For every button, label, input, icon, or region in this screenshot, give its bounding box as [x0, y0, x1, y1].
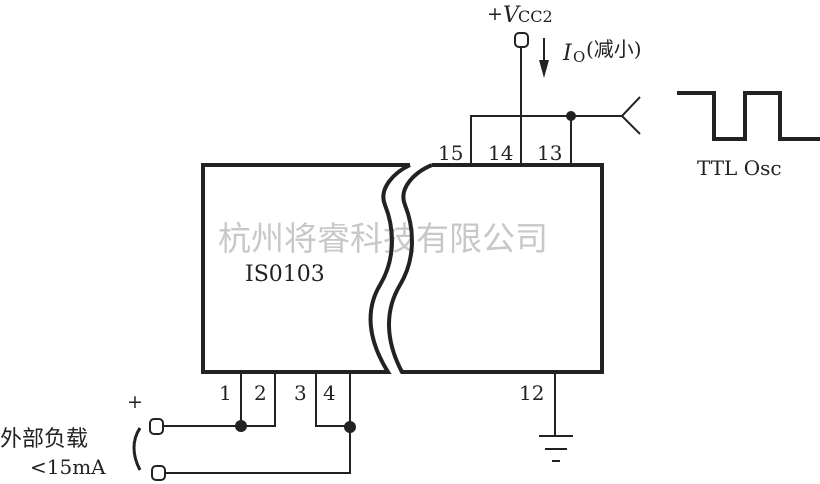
load-terminal-negative — [151, 465, 166, 481]
osc-label: TTL Osc — [697, 156, 782, 180]
pin-4-label: 4 — [323, 381, 336, 405]
load-limit: <15mA — [30, 455, 106, 479]
pin-3-label: 3 — [294, 381, 307, 405]
junction-dot — [344, 421, 356, 433]
current-arrow-icon — [539, 60, 549, 78]
pin-2-label: 2 — [254, 381, 267, 405]
current-note: (减小) — [586, 37, 642, 61]
load-plus: + — [127, 391, 143, 413]
junction-dot — [235, 420, 247, 432]
chip-left-half — [201, 163, 411, 374]
load-terminal-positive — [149, 418, 164, 435]
vcc-subscript: CC2 — [518, 7, 553, 26]
chip-right-half — [387, 163, 604, 374]
pin-12-label: 12 — [519, 381, 544, 405]
osc-input-terminal — [621, 96, 641, 135]
pin-15-label: 15 — [438, 141, 463, 165]
pin-14-label: 14 — [488, 141, 513, 165]
vcc-label: V — [503, 3, 521, 28]
current-subscript: O — [573, 48, 585, 66]
vcc-terminal — [514, 32, 529, 48]
chip-label: IS0103 — [245, 262, 325, 287]
load-brace-icon — [132, 427, 142, 471]
watermark: 杭州将睿科技有限公司 — [218, 219, 548, 258]
vcc-plus: + — [487, 3, 503, 25]
pin-13-label: 13 — [537, 141, 562, 165]
square-wave-icon — [677, 91, 820, 141]
load-label: 外部负载 — [0, 427, 88, 452]
pin-1-label: 1 — [219, 381, 232, 405]
current-label: I — [562, 41, 573, 66]
ground-icon — [539, 435, 573, 462]
junction-dot — [566, 111, 576, 121]
